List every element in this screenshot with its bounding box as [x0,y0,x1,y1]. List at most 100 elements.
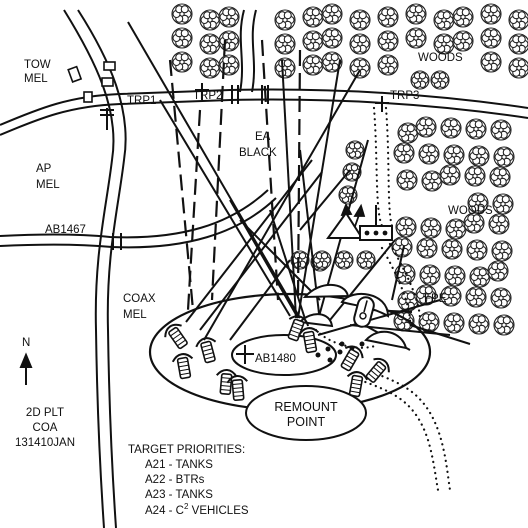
tree-leaf [430,172,439,181]
vehicle-track-line [306,346,317,350]
remount-point-label-line1: REMOUNT [274,400,338,414]
vehicle-track-line [290,329,301,335]
tree-leaf [386,56,395,65]
platoon-hq-symbol [359,205,393,241]
tree-leaf [402,144,411,153]
tree-leaf [461,8,470,17]
tree-leaf [449,119,458,128]
berm-arc [164,323,182,338]
vehicle-fighting-positions [164,315,390,402]
vehicle-track-line [289,333,299,338]
road-crossing-marks [100,85,269,250]
target-priority-item-last: A24 - C2 VEHICLES [145,502,249,517]
route-dotted-lines [314,106,452,492]
plt-info-line1: 2D PLT [26,407,64,419]
vehicle-track-line [233,395,244,397]
vehicle-track-line [304,338,315,342]
fpe-label: FPE [424,293,447,305]
tree-leaf [517,35,526,44]
tree-leaf [208,35,217,44]
ea-black-label-line1: EA [255,131,271,143]
berm-arc [344,345,364,359]
vehicle-track-line [179,368,190,372]
vehicle-track-line [350,386,361,390]
main-road-south-edge [0,98,528,136]
berm-arc [226,375,249,384]
tree-leaf [473,167,482,176]
tree-leaf [500,242,509,251]
berm-arc [297,327,320,337]
target-priority-item: A22 - BTRs [145,474,205,486]
tree-leaf [330,5,339,14]
tree-leaf [227,56,236,65]
tree-leaf [353,142,362,150]
tree-leaf [498,168,507,177]
tree-leaf [311,56,320,65]
coax-mel-label-line1: COAX [123,293,156,305]
tree-leaf [364,252,373,260]
tree-leaf [454,220,463,229]
tree-leaf [427,313,436,322]
tree-leaf [298,252,307,260]
vehicle-fighting-position [340,345,364,372]
tree-leaf [475,241,484,250]
direct-fire-sector-lines [127,21,471,351]
woods-right-label: WOODS [448,205,493,217]
tree-leaf [180,5,189,14]
tree-leaf [283,11,292,20]
tow-mel-label-line2: MEL [24,73,48,85]
vehicle-track-line [370,369,379,378]
tree-leaf [438,72,447,80]
north-track-west-edge [239,9,245,93]
tree-leaf [453,267,462,276]
ns-road-east-edge [77,9,127,528]
fighting-position-vehicle [353,296,375,328]
north-arrow [19,352,33,385]
tree-leaf [406,292,415,301]
vehicle-track-line [220,385,231,387]
vehicle-icon [287,318,305,342]
vehicle-icon [340,348,360,372]
vehicle-track-line [305,342,316,346]
tree-leaf [477,315,486,324]
tree-leaf [403,265,412,274]
vehicle-track-line [346,355,356,362]
ns-road-west-edge [63,9,115,528]
target-priority-item: A23 - TANKS [145,489,213,501]
vehicle-track-line [174,336,184,343]
vehicle-track-line [375,363,385,372]
tree-leaf [452,314,461,323]
vehicle-track-line [177,339,186,347]
vehicle-track-line [204,356,215,360]
berm-arc [288,315,310,327]
ab1480-label: AB1480 [255,353,296,365]
tree-leaf [350,164,359,172]
vehicle-track-line [203,352,214,356]
tree-leaf [472,214,481,223]
tree-leaf [227,8,236,17]
vehicle-fighting-position [226,375,249,402]
ab1480-marker [236,345,254,364]
berm-arc [373,357,390,373]
tree-leaf [461,32,470,41]
remount-point-label-line2: POINT [287,415,326,429]
vehicle-fighting-position [195,337,217,364]
tree-leaf [501,195,510,204]
vehicle-track-line [170,329,179,337]
tree-leaf [499,121,508,130]
vehicle-icon [176,356,192,380]
ab1467-label: AB1467 [45,224,86,236]
vehicle-track-line [172,333,182,340]
tree-leaf [358,59,367,68]
tree-leaf [427,145,436,154]
tree-leaf [358,35,367,44]
trp3-marker [375,96,389,112]
vehicle-track-line [232,387,243,389]
tree-leaf [311,8,320,17]
woods-top-label: WOODS [418,52,463,64]
vehicle-track-line [201,344,212,348]
trp2-marker [195,83,209,100]
tree-leaf [448,166,457,175]
vehicle-track-line [342,362,352,369]
observation-post-triangle [326,211,364,239]
